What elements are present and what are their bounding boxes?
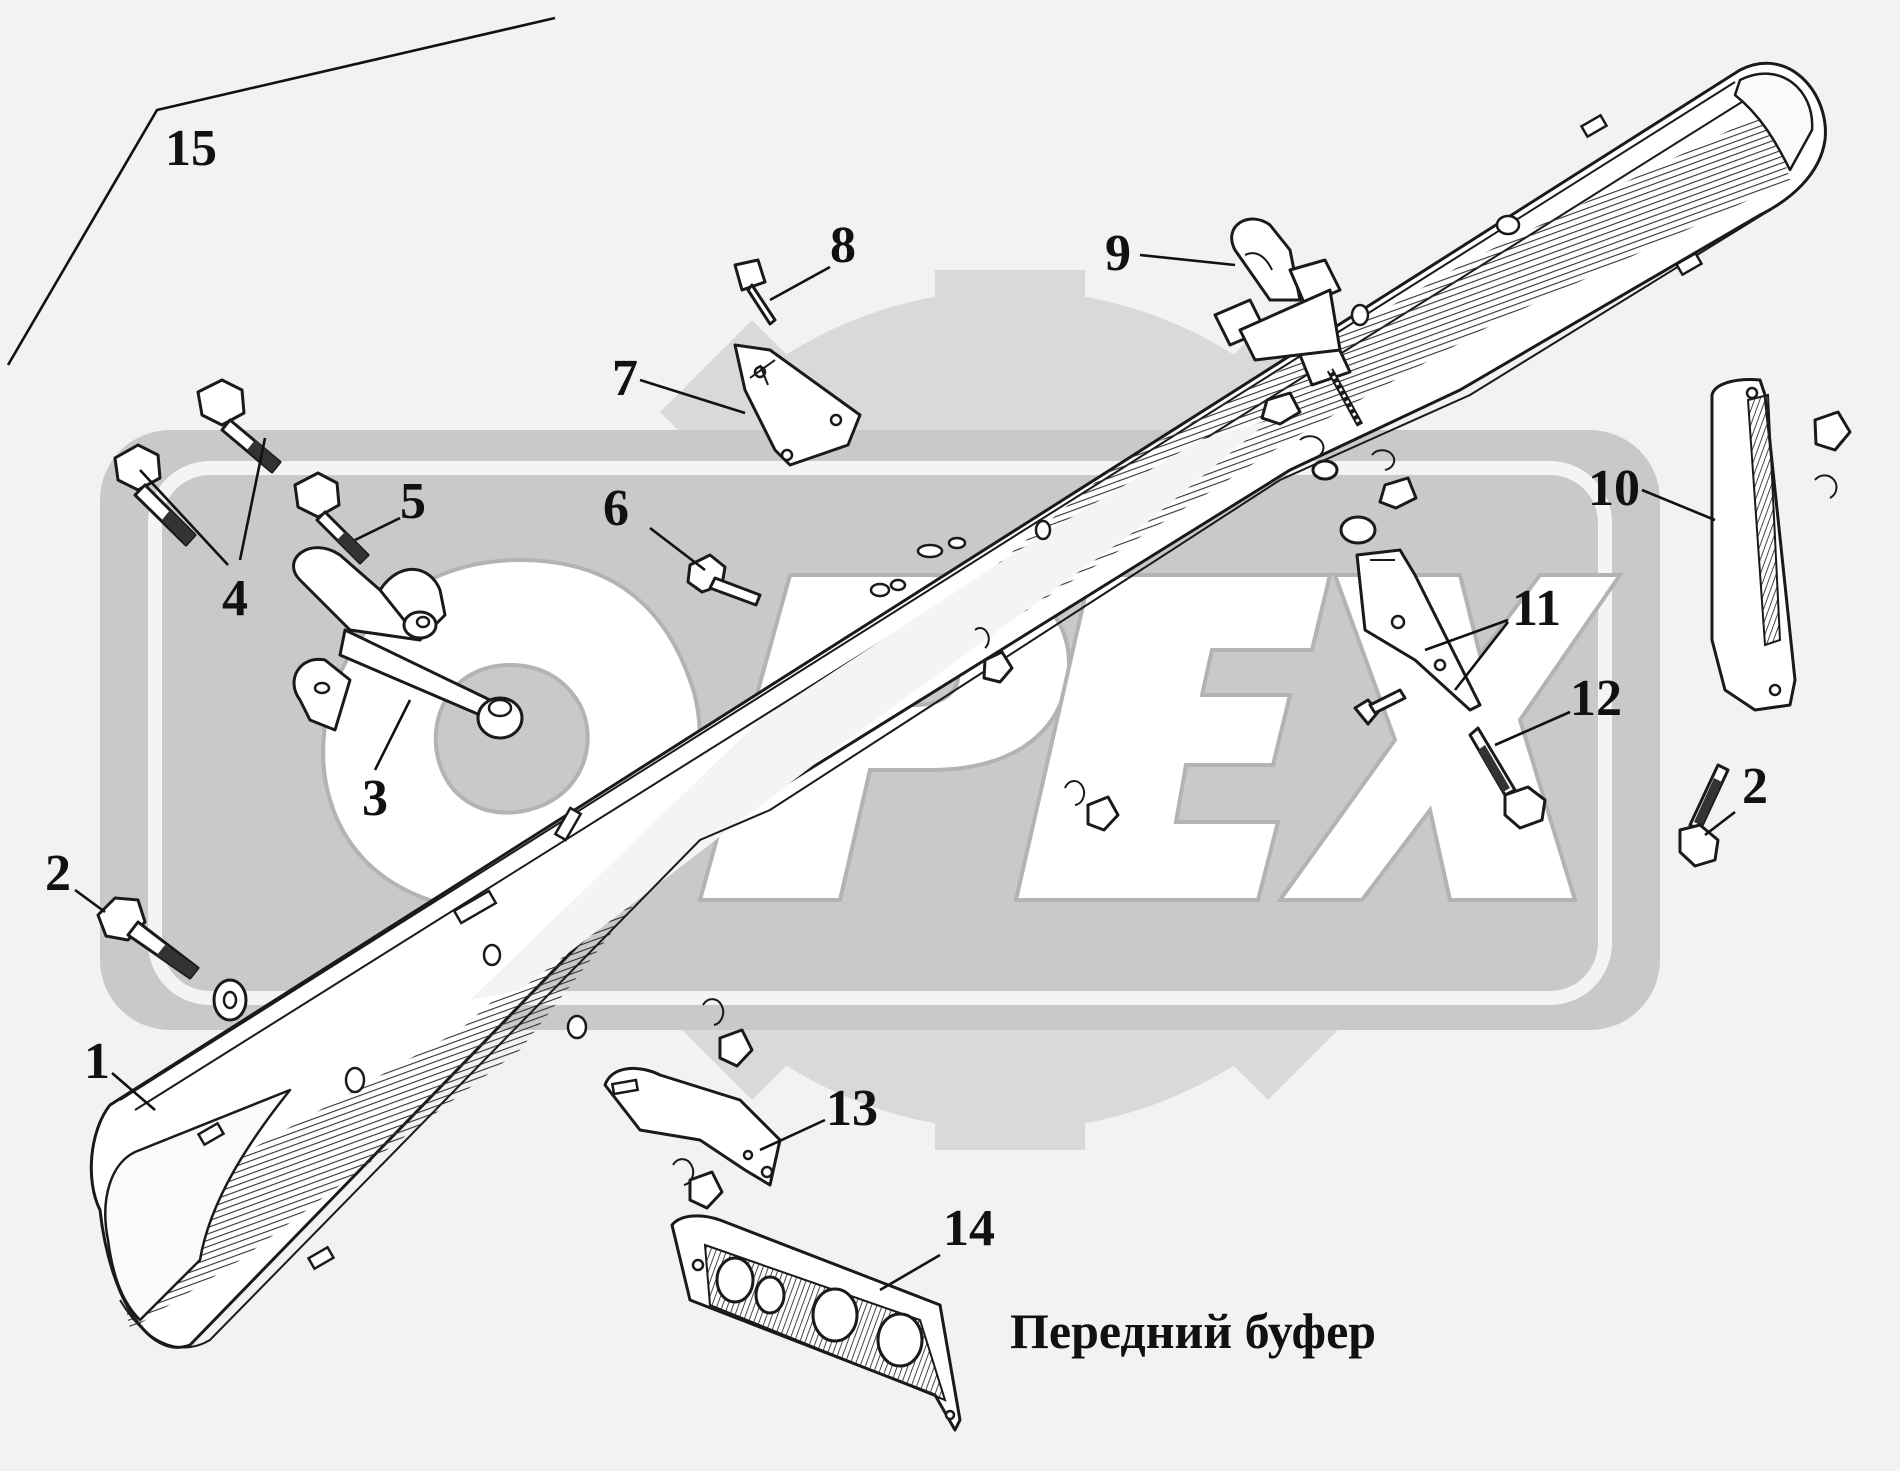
callout-2b: 2 [1742,758,1768,815]
callout-12: 12 [1570,670,1622,727]
callout-11: 11 [1512,580,1561,637]
beam-holes [196,113,1704,1271]
callout-2a: 2 [45,845,71,902]
bolt-12 [1468,726,1547,830]
callout-numbers: 1 2 2 3 4 5 6 7 8 9 10 11 12 13 14 15 [45,120,1768,1257]
hook-fasteners [1260,391,1418,545]
bolt-8 [733,258,777,326]
callout-3: 3 [362,770,388,827]
leader-15 [6,16,556,366]
bolt-4b [196,378,282,474]
bolt-4a [113,443,197,547]
callout-1: 1 [84,1033,110,1090]
callout-10: 10 [1588,460,1640,517]
callout-9: 9 [1105,225,1131,282]
towing-hook [1213,217,1364,427]
callout-15: 15 [165,120,217,177]
center-fasteners [672,410,1852,1210]
callout-8: 8 [830,217,856,274]
callout-4: 4 [222,570,248,627]
cover-plate-14 [670,1214,962,1432]
diagram-caption: Передний буфер [1010,1303,1376,1359]
leader-lines [74,253,1736,1292]
bracket-13 [603,1066,782,1187]
bolt-2-right [1678,763,1730,868]
bolt-5 [293,471,370,565]
callout-14: 14 [943,1200,995,1257]
end-bracket-10 [1710,378,1797,712]
bumper-beam [89,61,1827,1349]
callout-7: 7 [612,350,638,407]
callout-13: 13 [826,1080,878,1137]
callout-5: 5 [400,473,426,530]
callout-6: 6 [603,480,629,537]
bracket-7 [733,343,862,467]
bracket-11 [1355,548,1482,712]
eye-bracket-3 [292,546,524,740]
bolt-2-left [96,896,248,1022]
